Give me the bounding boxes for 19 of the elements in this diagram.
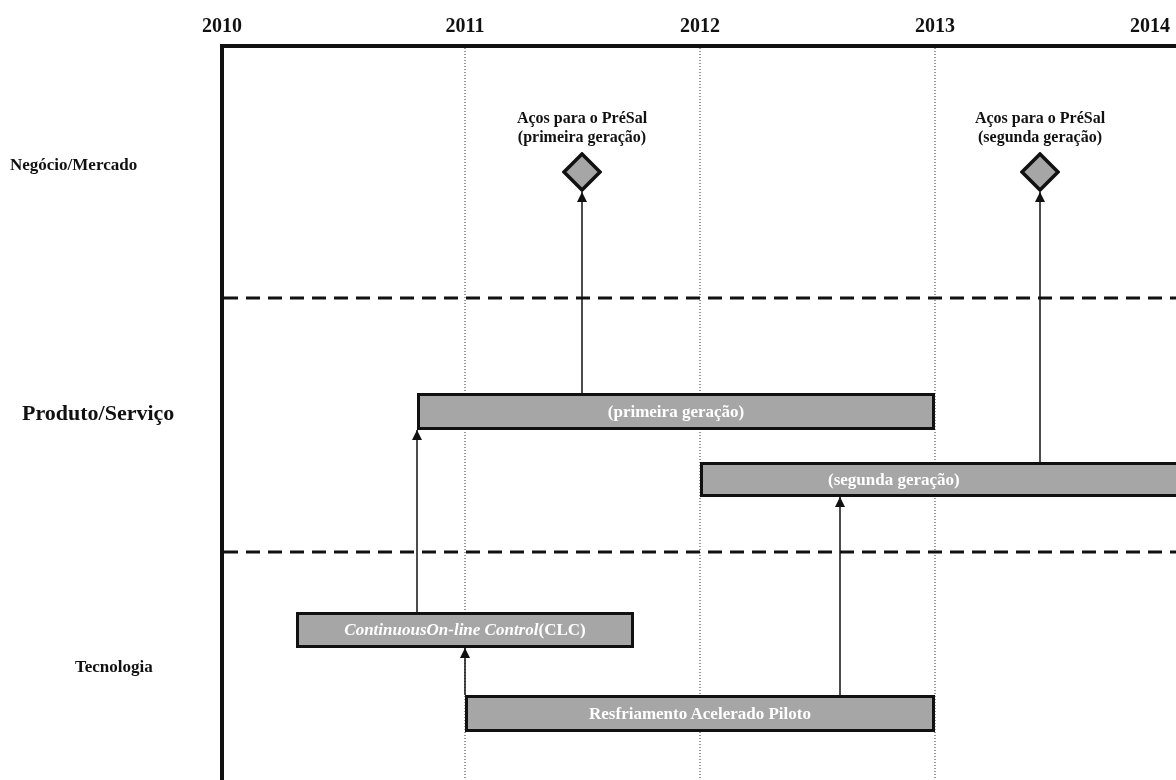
arrow [577,191,587,394]
milestone-label: Aços para o PréSal (segunda geração) [973,108,1107,146]
lane-label: Produto/Serviço [22,400,175,426]
year-label: 2014 [1130,14,1170,37]
timeline-bar: Resfriamento Acelerado Piloto [465,695,935,732]
lane-label: Negócio/Mercado [10,155,138,175]
arrow [460,647,470,696]
year-label: 2010 [202,14,242,37]
timeline-bar: (segunda geração) [700,462,1176,497]
milestone-label: Aços para o PréSal (primeira geração) [515,108,649,146]
arrow [412,429,422,613]
lane-label: Tecnologia [75,657,153,677]
year-label: 2013 [915,14,955,37]
arrow [1035,191,1045,463]
year-label: 2012 [680,14,720,37]
timeline-bar: (primeira geração) [417,393,935,430]
year-label: 2011 [445,14,485,37]
arrow [835,496,845,696]
timeline-bar: ContinuousOn-line Control(CLC) [296,612,634,648]
